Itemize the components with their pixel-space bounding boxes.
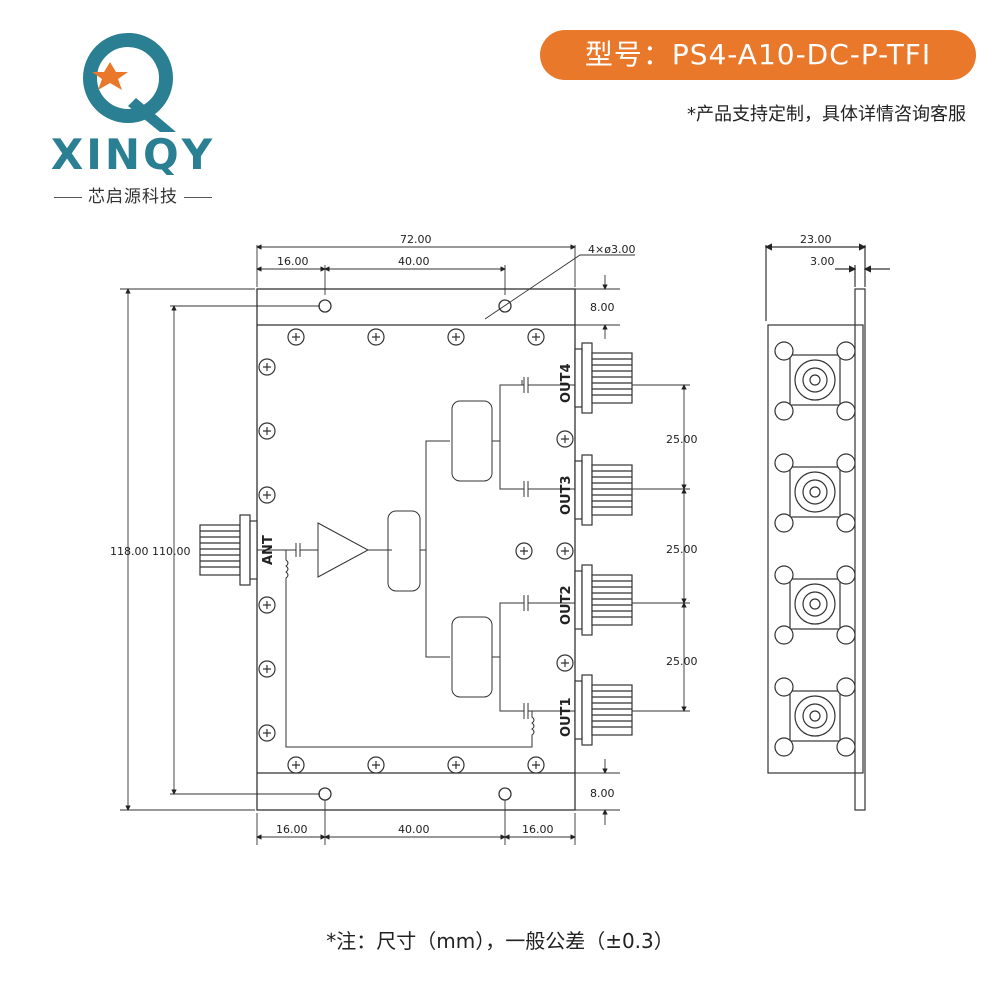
output-connectors <box>574 342 633 746</box>
brand-logo: XINQY 芯启源科技 <box>28 20 238 207</box>
input-connector <box>199 514 258 586</box>
port-label-ant: ANT <box>261 535 276 565</box>
screw-icon <box>447 756 465 774</box>
side-body <box>767 324 864 774</box>
output-connector-2 <box>574 564 633 636</box>
splitter-upper <box>451 400 493 482</box>
dim-edge-top: 8.00 <box>590 301 615 314</box>
screw-icon <box>258 358 276 376</box>
screw-icon <box>258 660 276 678</box>
port-label-out4: OUT4 <box>559 363 574 403</box>
dim-bottom-mid: 40.00 <box>398 823 430 836</box>
mounting-hole <box>318 787 332 801</box>
screw-icon <box>258 596 276 614</box>
screw-icon <box>527 328 545 346</box>
dim-port-pitch-3: 25.00 <box>666 655 698 668</box>
dimension-lines <box>120 244 690 845</box>
side-connector-4 <box>774 677 856 757</box>
dim-hole-spacing: 40.00 <box>398 255 430 268</box>
port-label-out1: OUT1 <box>559 697 574 737</box>
mounting-hole <box>318 299 332 313</box>
mounting-hole <box>498 299 512 313</box>
screw-icon <box>367 756 385 774</box>
screw-icon <box>367 328 385 346</box>
port-label-out2: OUT2 <box>559 585 574 625</box>
model-label: 型号： <box>584 38 672 71</box>
side-connectors <box>774 341 856 757</box>
port-label-out3: OUT3 <box>559 475 574 515</box>
screw-icon <box>287 756 305 774</box>
dim-port-pitch-1: 25.00 <box>666 433 698 446</box>
side-connector-1 <box>774 341 856 421</box>
dim-total-width: 72.00 <box>400 233 432 246</box>
dim-bottom-left: 16.00 <box>276 823 308 836</box>
output-connector-3 <box>574 454 633 526</box>
screw-icon <box>258 486 276 504</box>
splitter-lower <box>451 616 493 698</box>
screws <box>258 328 574 774</box>
mechanical-drawing: ANT OUT4 OUT3 OUT2 OUT1 72.00 16.00 40.0… <box>110 233 890 845</box>
splitter-center <box>387 510 421 592</box>
screw-icon <box>556 542 574 560</box>
dim-hole-height: 110.00 <box>152 545 191 558</box>
customization-note: *产品支持定制，具体详情咨询客服 <box>687 104 966 125</box>
dim-port-pitch-2: 25.00 <box>666 543 698 556</box>
dim-left-offset: 16.00 <box>277 255 309 268</box>
dim-bottom-right: 16.00 <box>522 823 554 836</box>
screw-icon <box>527 756 545 774</box>
model-number: PS4-A10-DC-P-TFI <box>671 38 932 71</box>
output-connector-1 <box>574 674 633 746</box>
dim-side-flange: 3.00 <box>810 255 835 268</box>
screw-icon <box>447 328 465 346</box>
side-flange <box>854 288 866 811</box>
internal-circuit <box>257 377 575 748</box>
screw-icon <box>258 724 276 742</box>
dim-side-width: 23.00 <box>800 233 832 246</box>
side-connector-2 <box>774 453 856 533</box>
screw-icon <box>515 542 533 560</box>
screw-icon <box>258 422 276 440</box>
model-badge: 型号：PS4-A10-DC-P-TFI <box>540 30 976 80</box>
dim-total-height: 118.00 <box>110 545 149 558</box>
screw-icon <box>287 328 305 346</box>
dim-edge-bottom: 8.00 <box>590 787 615 800</box>
mounting-hole <box>498 787 512 801</box>
tolerance-note: *注：尺寸（mm），一般公差（±0.3） <box>326 929 674 953</box>
side-connector-3 <box>774 565 856 645</box>
amplifier-icon <box>317 522 370 578</box>
brand-subtitle: 芯启源科技 <box>28 182 238 207</box>
logo-q-icon <box>83 33 176 132</box>
screw-icon <box>556 430 574 448</box>
screw-icon <box>556 654 574 672</box>
side-view <box>764 243 890 811</box>
brand-name: XINQY <box>50 130 216 179</box>
dim-hole-spec: 4×ø3.00 <box>588 243 635 256</box>
output-connector-4 <box>574 342 633 414</box>
